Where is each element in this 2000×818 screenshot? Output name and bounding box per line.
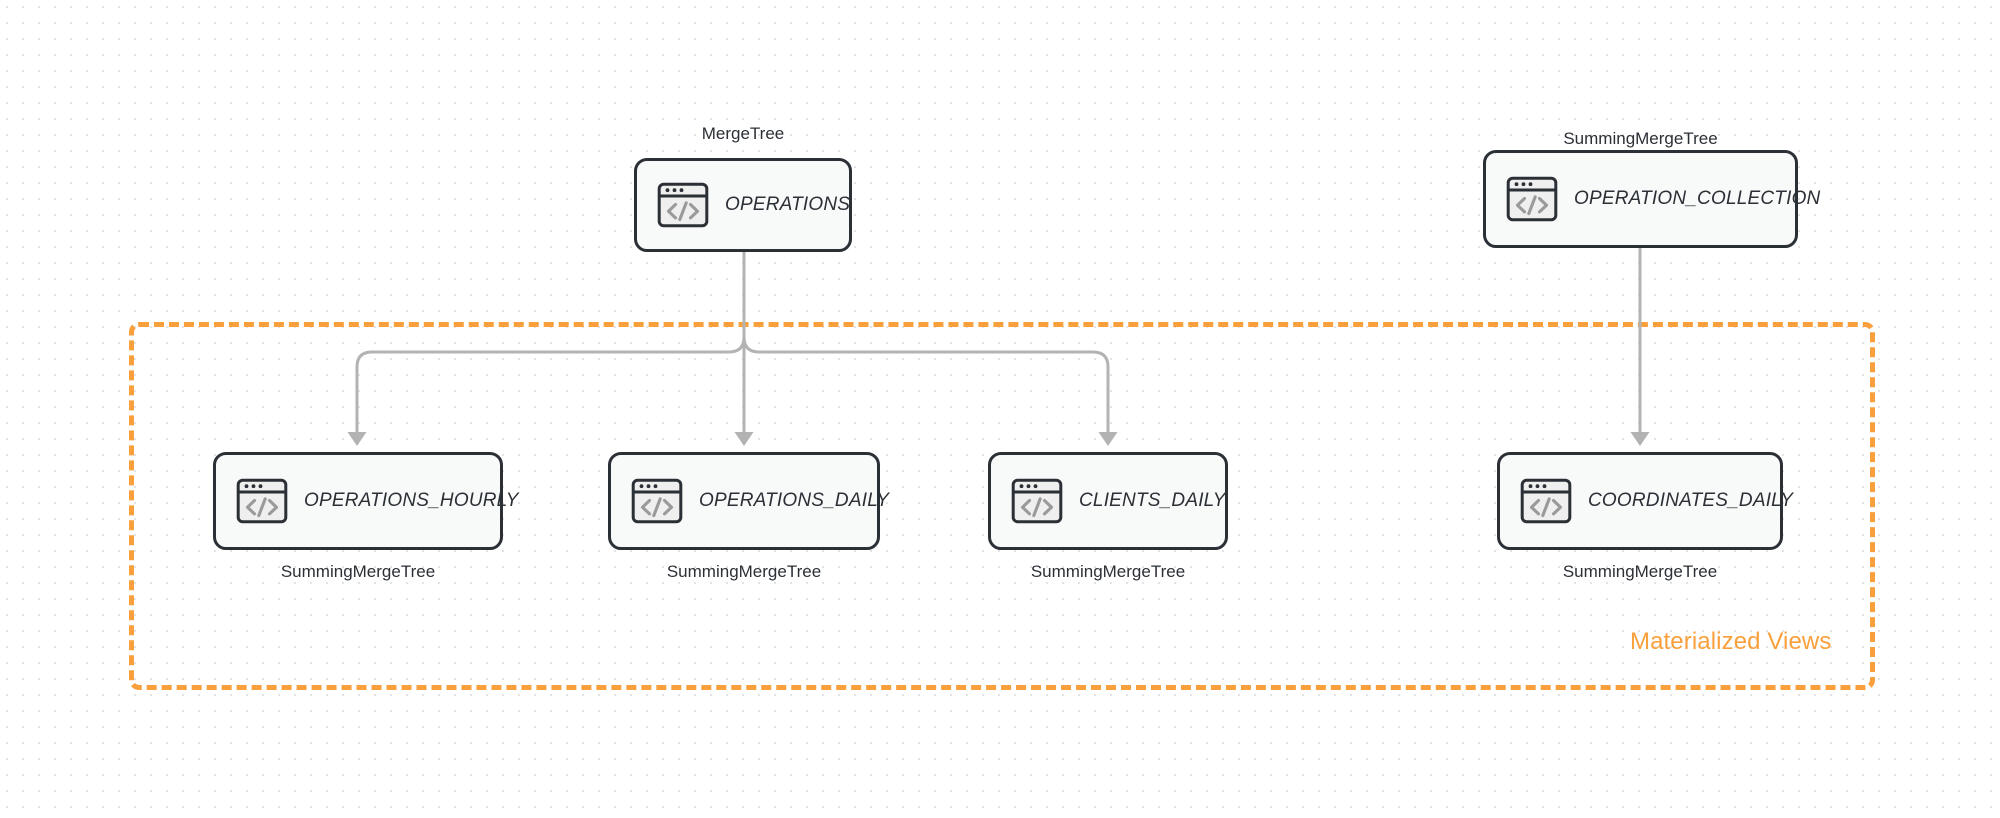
engine-label-operations: MergeTree: [701, 124, 785, 143]
code-window-icon: [1506, 175, 1558, 223]
code-window-icon: [631, 477, 683, 525]
engine-label-coordinates_daily: SummingMergeTree: [1562, 562, 1718, 581]
node-title: OPERATIONS_DAILY: [699, 490, 890, 511]
node-title: OPERATIONS_HOURLY: [304, 490, 519, 511]
node-title: OPERATIONS: [725, 194, 851, 215]
node-title: OPERATION_COLLECTION: [1574, 188, 1821, 209]
code-window-icon: [236, 477, 288, 525]
engine-label-operations_hourly: SummingMergeTree: [280, 562, 436, 581]
code-window-icon: [1011, 477, 1063, 525]
node-title: COORDINATES_DAILY: [1588, 490, 1794, 511]
node-title: CLIENTS_DAILY: [1079, 490, 1226, 511]
code-window-icon: [1520, 477, 1572, 525]
code-window-icon: [657, 181, 709, 229]
materialized-views-label: Materialized Views: [1630, 628, 1832, 655]
engine-label-operation_collection: SummingMergeTree: [1563, 129, 1718, 148]
node-operation_collection[interactable]: OPERATION_COLLECTION: [1483, 150, 1820, 248]
node-operations_daily[interactable]: OPERATIONS_DAILY: [608, 452, 889, 550]
engine-label-operations_daily: SummingMergeTree: [666, 562, 822, 581]
node-coordinates_daily[interactable]: COORDINATES_DAILY: [1497, 452, 1793, 550]
node-clients_daily[interactable]: CLIENTS_DAILY: [988, 452, 1228, 550]
node-operations[interactable]: OPERATIONS: [634, 158, 852, 252]
engine-label-clients_daily: SummingMergeTree: [1030, 562, 1186, 581]
node-operations_hourly[interactable]: OPERATIONS_HOURLY: [213, 452, 518, 550]
